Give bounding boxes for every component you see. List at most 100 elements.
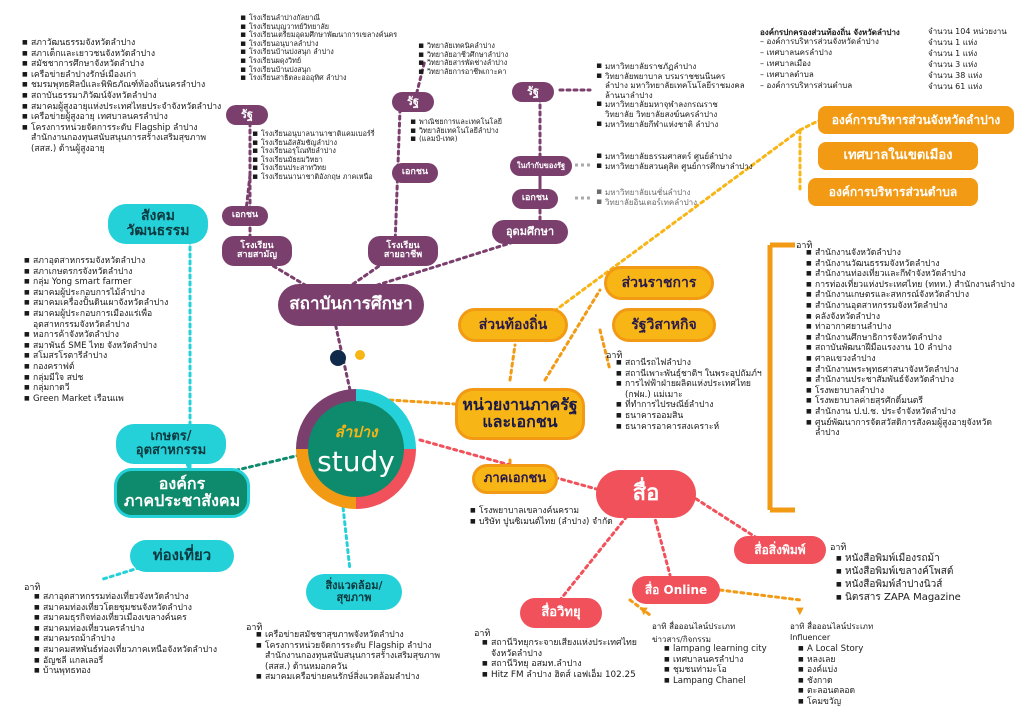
- private-general-node[interactable]: เอกชน: [222, 206, 268, 226]
- private-sector-list: โรงพยาบาลเขลางค์นคราม บริษัท ปูนซิเมนต์ไ…: [470, 506, 620, 527]
- list-item: อัญชลี แกลเลอรี่: [34, 656, 244, 667]
- list-item: สภาเด็กและเยาวชนจังหวัดลำปาง: [22, 49, 232, 60]
- local-admin-names: – องค์การบริหารส่วนจังหวัดลำปาง – เทศบาล…: [760, 36, 879, 91]
- list-item: หลงเลย: [798, 655, 918, 666]
- list-item: ชุมชนท่ามะโอ: [664, 665, 794, 676]
- list-item: ศูนย์พัฒนาการจัดสวัสดิการสังคมผู้สูงอายุ…: [806, 418, 1016, 439]
- private-uni-list: มหาวิทยาลัยเนชั่นลำปาง วิทยาลัยอินเตอร์เ…: [596, 188, 746, 208]
- list-item: โรงพยาบาลเขลางค์นคราม: [470, 506, 620, 517]
- list-item: โรงเรียนสาธิตละอออุทิศ ลำปาง: [240, 74, 420, 83]
- list-item: วิทยาลัยอาชีวศึกษาลำปาง: [418, 50, 528, 60]
- list-item: เครือข่ายลำปางรักษ์เมืองเก่า: [22, 70, 232, 81]
- list-item: Green Market เรือนแพ: [24, 394, 184, 405]
- list-item: สำนักงาน ป.ป.ช. ประจำจังหวัดลำปาง: [806, 407, 1016, 418]
- list-item: โรงเรียนลำปางกัลยาณี: [240, 13, 420, 23]
- list-item: วิทยาลัยเทคนิคลำปาง: [418, 41, 528, 51]
- list-item: สมาคมธุรกิจท่องเที่ยวเมืองเขลางค์นคร: [34, 613, 244, 624]
- culture-node[interactable]: สังคม วัฒนธรรม: [108, 204, 208, 244]
- arrow-down-icon: ▼: [796, 606, 804, 617]
- list-item: มหาวิทยาลัยกีฬาแห่งชาติ ลำปาง: [596, 120, 746, 130]
- list-item: ที่ทำการไปรษณีย์ลำปาง: [616, 400, 762, 411]
- list-item: สมาคมสหพันธ์ท่องเที่ยวภาคเหนือจังหวัดลำป…: [34, 645, 244, 656]
- list-item: การไฟฟ้าฝ่ายผลิตแห่งประเทศไทย (กฟผ.) แม่…: [616, 379, 762, 400]
- state-uni-node[interactable]: รัฐ: [512, 82, 554, 102]
- under-state-uni-list: มหาวิทยาลัยธรรมศาสตร์ ศูนย์ลำปาง มหาวิทย…: [596, 152, 776, 172]
- list-item: สำนักงานพระพุทธศาสนาจังหวัดลำปาง: [806, 365, 1016, 376]
- local-gov-node[interactable]: ส่วนท้องถิ่น: [458, 308, 568, 342]
- online-news-list: lampang learning city เทศบาลนครลำปาง ชุม…: [664, 644, 794, 686]
- list-item: มหาวิทยาลัยสวนดุสิต ศูนย์การศึกษาลำปาง: [596, 162, 776, 172]
- list-item: หนังสือพิมพ์เมืองรถม้า: [836, 552, 1016, 565]
- list-item: บ้านพุทธทอง: [34, 666, 244, 677]
- list-item: สมาคมท่องเที่ยวโดยชุมชนจังหวัดลำปาง: [34, 603, 244, 614]
- list-item: หนังสือพิมพ์ลำปางนิวส์: [836, 578, 1016, 591]
- private-sector-node[interactable]: ภาคเอกชน: [472, 464, 558, 494]
- admin-count: จำนวน 61 แห่ง: [928, 82, 983, 91]
- list-item: วิทยาลัยสารพัดช่างลำปาง: [418, 59, 528, 68]
- vocational-school-node[interactable]: โรงเรียน สายอาชีพ: [368, 236, 438, 266]
- local-admin-title: องค์กรปกครองส่วนท้องถิ่น จังหวัดลำปาง: [760, 28, 900, 37]
- list-item: โรงพยาบาลลำปาง: [806, 386, 1016, 397]
- hub-education[interactable]: สถาบันการศึกษา: [278, 284, 424, 326]
- list-item: สำนักงานท่องเที่ยวและกีฬาจังหวัดลำปาง: [806, 269, 1016, 280]
- soe-intro: อาทิ: [606, 351, 623, 361]
- local-unit-tao[interactable]: องค์การบริหารส่วนตำบล: [808, 178, 978, 206]
- private-vocational-node[interactable]: เอกชน: [392, 163, 438, 183]
- state-general-node[interactable]: รัฐ: [226, 105, 268, 125]
- radio-intro: อาทิ: [474, 629, 491, 639]
- environment-node[interactable]: สิ่งแวดล้อม/ สุขภาพ: [306, 574, 402, 610]
- admin-name: – องค์การบริหารส่วนตำบล: [760, 81, 853, 90]
- list-item: โรงเรียนบ้านปงสนุก ลำปาง: [240, 48, 420, 57]
- under-state-uni-node[interactable]: ในกำกับของรัฐ: [510, 156, 572, 176]
- local-unit-municipality[interactable]: เทศบาลในเขตเมือง: [818, 142, 978, 170]
- list-item: ตะลอนตลอด: [798, 686, 918, 697]
- print-media-node[interactable]: สื่อสิ่งพิมพ์: [734, 536, 826, 564]
- state-vocational-list: วิทยาลัยเทคนิคลำปาง วิทยาลัยอาชีวศึกษาลำ…: [418, 41, 528, 76]
- list-item: สมาคมผู้ประกอบการเมืองแร่เพื่ออุตสาหกรรม…: [24, 309, 184, 330]
- list-item: การท่องเที่ยวแห่งประเทศไทย (ททท.) สำนักง…: [806, 280, 1016, 291]
- list-item: กองคราฟต์: [24, 362, 184, 373]
- list-item: สำนักงานอุตสาหกรรมจังหวัดลำปาง: [806, 301, 1016, 312]
- list-item: บริษัท ปูนซิเมนต์ไทย (ลำปาง) จำกัด: [470, 517, 620, 528]
- list-item: เครือข่ายผู้สูงอายุ เทศบาลนครลำปาง: [22, 112, 232, 123]
- list-item: มหาวิทยาลัยมหาจุฬาลงกรณราชวิทยาลัย วิทยา…: [596, 100, 746, 119]
- list-item: โคมขวัญ: [798, 697, 918, 708]
- private-uni-node[interactable]: เอกชน: [512, 189, 558, 209]
- list-item: โรงเรียนบ้านปงสนุก: [240, 65, 420, 75]
- agri-industry-node[interactable]: เกษตร/ อุตสาหกรรม: [116, 424, 226, 464]
- list-item: โรงเรียนประสาทวิทย: [252, 164, 402, 173]
- soe-node[interactable]: รัฐวิสาหกิจ: [612, 308, 716, 342]
- list-item: มหาวิทยาลัยราชภัฏลำปาง: [596, 62, 746, 72]
- list-item: สถานีรถไฟลำปาง: [616, 358, 762, 369]
- state-uni-list: มหาวิทยาลัยราชภัฏลำปาง วิทยาลัยพยาบาล บร…: [596, 62, 746, 129]
- state-general-list: โรงเรียนลำปางกัลยาณี โรงเรียนบุญวาทย์วิท…: [240, 13, 420, 83]
- tourism-intro: อาทิ: [24, 583, 41, 593]
- online-media-node[interactable]: สื่อ Online: [632, 576, 720, 604]
- central-gov-node[interactable]: ส่วนราชการ: [604, 266, 714, 300]
- hub-gov-private[interactable]: หน่วยงานภาครัฐ และเอกชน: [455, 388, 585, 440]
- list-item: สมาคมเครื่องปั้นดินเผาจังหวัดลำปาง: [24, 298, 184, 309]
- list-item: องค์แบ่ง: [798, 665, 918, 676]
- list-item: โรงเรียนอัสสัมชัญลำปาง: [252, 138, 402, 148]
- list-item: สำนักงานศึกษาธิการจังหวัดลำปาง: [806, 333, 1016, 344]
- general-school-node[interactable]: โรงเรียน สายสามัญ: [222, 236, 292, 266]
- admin-count: จำนวน 38 แห่ง: [928, 71, 983, 80]
- list-item: สถาบันธรรมาภิวัฒน์จังหวัดลำปาง: [22, 91, 232, 102]
- list-item: ธนาคารอาคารสงเคราะห์: [616, 422, 762, 433]
- local-unit-pao[interactable]: องค์การบริหารส่วนจังหวัดลำปาง: [818, 106, 1014, 134]
- culture-list: สภาวัฒนธรรมจังหวัดลำปาง สภาเด็กและเยาวชน…: [22, 38, 232, 155]
- list-item: (แลมป์-เทค): [410, 135, 520, 144]
- online-inf-list: A Local Story หลงเลย องค์แบ่ง ชังกาด ตะล…: [798, 644, 918, 708]
- hub-civil-society[interactable]: องค์กร ภาคประชาสังคม: [114, 468, 250, 518]
- radio-media-node[interactable]: สื่อวิทยุ: [520, 598, 602, 628]
- list-item: Hitz FM ลำปาง ฮิตส์ เอฟเอ็ม 102.25: [482, 670, 652, 681]
- higher-ed-node[interactable]: อุดมศึกษา: [492, 220, 568, 244]
- tourism-node[interactable]: ท่องเที่ยว: [130, 540, 234, 572]
- list-item: โรงพยาบาลค่ายสุรศักดิ์มนตรี: [806, 396, 1016, 407]
- list-item: สภาเกษตรกรจังหวัดลำปาง: [24, 267, 184, 278]
- admin-name: – เทศบาลตำบล: [760, 70, 814, 79]
- state-vocational-node[interactable]: รัฐ: [392, 92, 434, 112]
- list-item: เครือข่ายสมัชชาสุขภาพจังหวัดลำปาง: [256, 630, 456, 641]
- list-item: โรงเรียนมัธยมวิทยา: [252, 155, 402, 165]
- list-item: หอการค้าจังหวัดลำปาง: [24, 330, 184, 341]
